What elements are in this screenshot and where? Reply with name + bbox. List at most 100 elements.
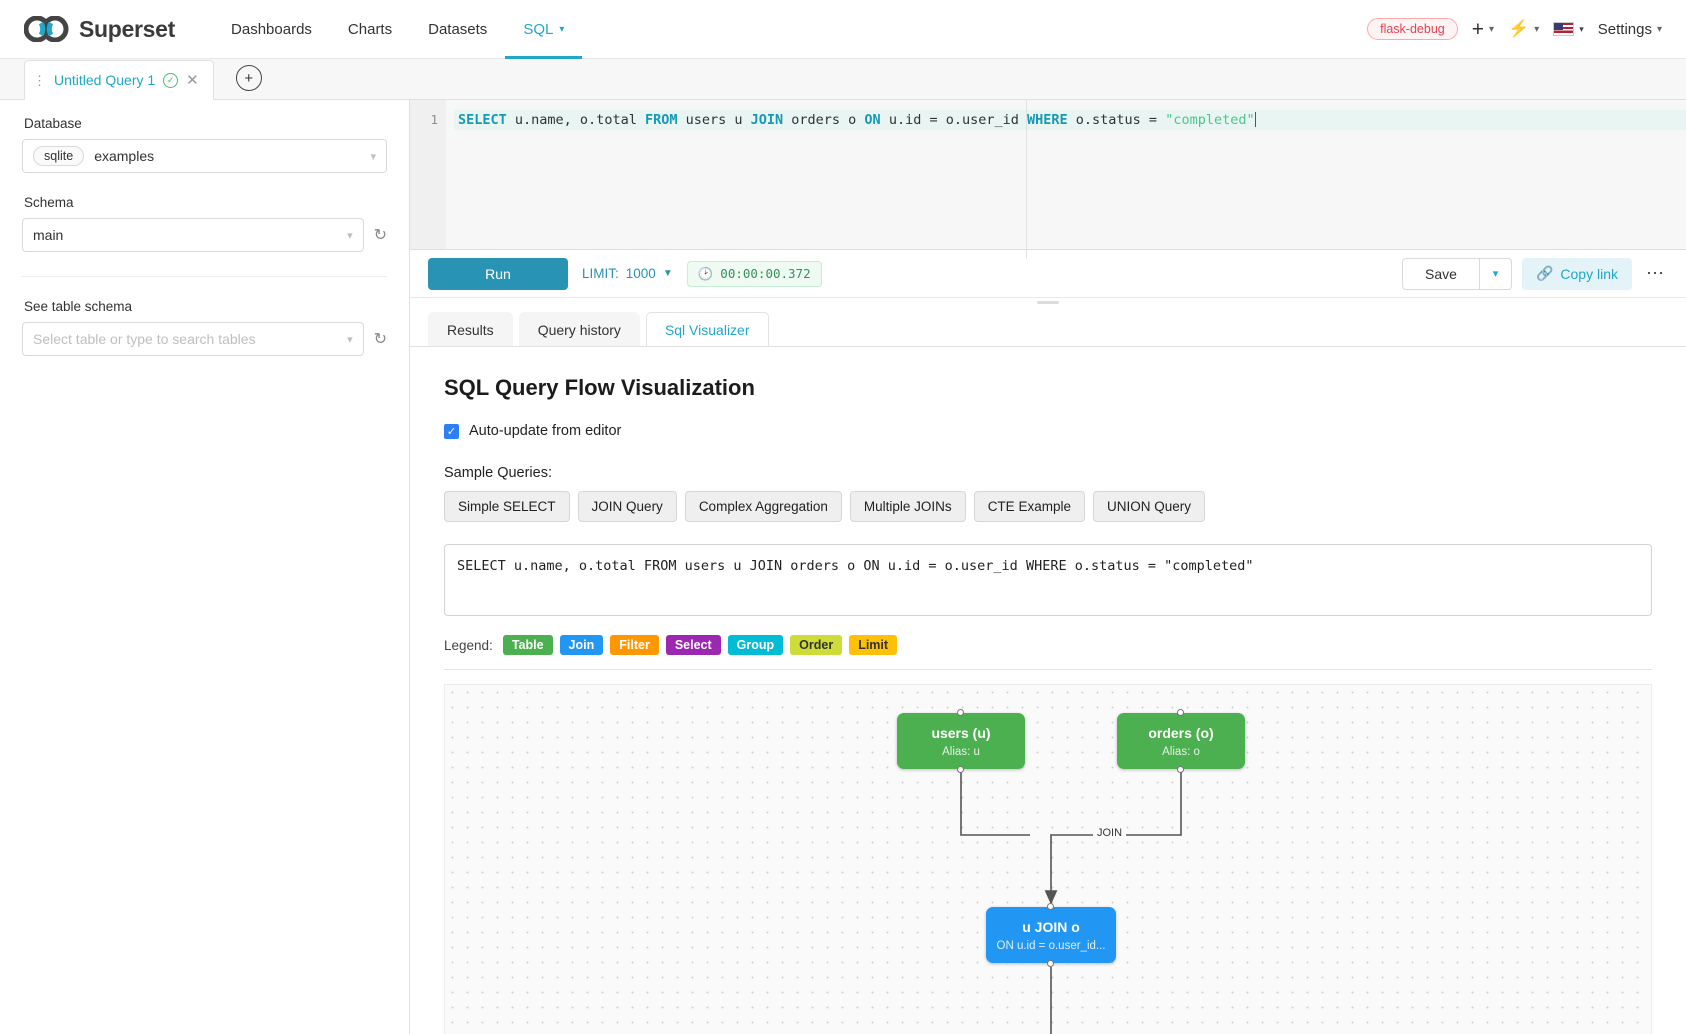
close-icon[interactable]: ✕ <box>186 72 199 89</box>
right-editor-panel: 1 SELECT u.name, o.total FROM users u JO… <box>410 100 1686 1034</box>
limit-label: LIMIT: <box>582 266 619 281</box>
sql-visualizer-panel: SQL Query Flow Visualization ✓ Auto-upda… <box>410 347 1686 1034</box>
refresh-icon[interactable]: ↻ <box>373 331 387 348</box>
token-orders: orders o <box>783 112 865 128</box>
node-port-bottom <box>1047 960 1054 967</box>
refresh-icon[interactable]: ↻ <box>373 227 387 244</box>
tab-results[interactable]: Results <box>428 312 513 347</box>
graph-node-join[interactable]: u JOIN o ON u.id = o.user_id... <box>986 903 1116 967</box>
panel-divider <box>22 276 387 277</box>
token-string: "completed" <box>1165 112 1255 128</box>
query-tab-strip: ⋮ Untitled Query 1 ✓ ✕ + <box>0 59 1686 100</box>
add-query-tab-button[interactable]: + <box>235 65 262 91</box>
editor-code-line: SELECT u.name, o.total FROM users u JOIN… <box>454 110 1686 130</box>
node-subtitle: Alias: o <box>1162 745 1200 758</box>
result-tabs: Results Query history Sql Visualizer <box>410 298 1686 347</box>
node-title: orders (o) <box>1148 724 1214 741</box>
legend-chip-join: Join <box>559 635 604 655</box>
table-row: Select table or type to search tables ▾ … <box>22 322 387 356</box>
chevron-down-icon: ▾ <box>1656 23 1662 35</box>
lightning-menu-button[interactable]: ⚡ ▾ <box>1508 19 1539 39</box>
sample-query-simple-select[interactable]: Simple SELECT <box>444 491 570 522</box>
line-number: 1 <box>430 112 438 127</box>
editor-code-area[interactable]: SELECT u.name, o.total FROM users u JOIN… <box>446 100 1686 259</box>
auto-update-label: Auto-update from editor <box>469 423 622 439</box>
node-port-top <box>1177 709 1184 716</box>
node-subtitle: ON u.id = o.user_id... <box>996 939 1106 952</box>
more-options-button[interactable]: ⋯ <box>1646 263 1664 283</box>
auto-update-checkbox[interactable]: ✓ <box>444 423 459 439</box>
graph-edges <box>960 771 1182 905</box>
editor-vertical-rule <box>1026 100 1027 259</box>
left-query-panel: Database sqlite examples ▾ Schema main ▾… <box>0 100 410 1034</box>
text-cursor <box>1254 112 1256 127</box>
sample-query-multiple-joins[interactable]: Multiple JOINs <box>849 491 966 522</box>
navbar-right: flask-debug + ▾ ⚡ ▾ ▾ Settings ▾ <box>1367 18 1662 40</box>
node-port-bottom <box>1177 766 1184 773</box>
language-selector[interactable]: ▾ <box>1553 22 1584 36</box>
legend-chip-limit: Limit <box>849 635 898 655</box>
timer-value: 00:00:00.372 <box>720 266 811 281</box>
chevron-down-icon: ▾ <box>370 150 376 163</box>
legend-chip-table: Table <box>502 635 553 655</box>
nav-datasets[interactable]: Datasets <box>428 20 488 38</box>
sample-queries-label: Sample Queries: <box>444 465 552 481</box>
table-placeholder: Select table or type to search tables <box>33 331 256 347</box>
copy-link-label: Copy link <box>1560 265 1618 282</box>
drag-handle-icon[interactable]: ⋮ <box>33 72 46 88</box>
database-label: Database <box>24 116 82 131</box>
main-split: Database sqlite examples ▾ Schema main ▾… <box>0 100 1686 1034</box>
graph-node-orders[interactable]: orders (o) Alias: o <box>1117 709 1245 773</box>
new-item-button[interactable]: + ▾ <box>1472 19 1494 40</box>
run-button[interactable]: Run <box>428 257 568 290</box>
save-button[interactable]: Save <box>1402 257 1480 290</box>
query-timer: 🕑 00:00:00.372 <box>686 260 822 287</box>
superset-logo[interactable]: Superset <box>24 16 175 43</box>
lightning-icon: ⚡ <box>1508 19 1530 38</box>
auto-update-row: ✓ Auto-update from editor <box>444 423 1652 439</box>
table-schema-label: See table schema <box>24 299 133 314</box>
sample-query-complex-aggregation[interactable]: Complex Aggregation <box>684 491 842 522</box>
settings-label: Settings <box>1597 20 1652 38</box>
sample-queries-row: Simple SELECT JOIN Query Complex Aggrega… <box>444 491 1652 522</box>
node-port-bottom <box>957 766 964 773</box>
sample-query-union-query[interactable]: UNION Query <box>1092 491 1205 522</box>
nav-dashboards[interactable]: Dashboards <box>231 20 312 38</box>
tab-query-history[interactable]: Query history <box>518 312 640 347</box>
nav-links: Dashboards Charts Datasets SQL ▾ <box>213 0 582 59</box>
token-users: users u <box>677 112 751 128</box>
database-engine-tag: sqlite <box>33 146 85 166</box>
node-title: users (u) <box>931 724 991 741</box>
query-tab[interactable]: ⋮ Untitled Query 1 ✓ ✕ <box>24 60 214 100</box>
database-select[interactable]: sqlite examples ▾ <box>22 139 387 173</box>
settings-menu[interactable]: Settings ▾ <box>1598 21 1662 38</box>
save-dropdown-button[interactable]: ▾ <box>1479 257 1512 290</box>
graph-canvas[interactable]: JOIN users (u) Alias: u orders (o) Alias… <box>444 684 1652 1034</box>
nav-charts[interactable]: Charts <box>347 20 393 38</box>
graph-node-users[interactable]: users (u) Alias: u <box>897 709 1025 773</box>
sample-query-join-query[interactable]: JOIN Query <box>577 491 677 522</box>
sample-query-cte-example[interactable]: CTE Example <box>973 491 1085 522</box>
token-select: SELECT <box>458 112 507 128</box>
token-oncond: u.id = o.user_id <box>880 112 1027 128</box>
tab-sql-visualizer[interactable]: Sql Visualizer <box>645 312 769 347</box>
query-tab-label: Untitled Query 1 <box>54 72 156 88</box>
result-pane: Results Query history Sql Visualizer SQL… <box>410 298 1686 1034</box>
chevron-down-icon: ▾ <box>1489 23 1495 35</box>
sql-editor[interactable]: 1 SELECT u.name, o.total FROM users u JO… <box>410 100 1686 259</box>
token-where: WHERE <box>1027 112 1068 128</box>
link-icon: 🔗 <box>1535 265 1554 281</box>
schema-row: main ▾ ↻ <box>22 218 387 252</box>
flask-debug-badge: flask-debug <box>1367 18 1458 40</box>
limit-dropdown[interactable]: LIMIT: 1000 ▼ <box>582 266 673 281</box>
result-tabs-underline <box>410 346 1686 347</box>
copy-link-button[interactable]: 🔗 Copy link <box>1521 257 1632 290</box>
sql-input-textarea[interactable] <box>444 544 1652 616</box>
nav-sql[interactable]: SQL ▾ <box>505 0 582 59</box>
table-select[interactable]: Select table or type to search tables ▾ <box>22 322 364 356</box>
editor-resize-handle[interactable] <box>1037 301 1059 304</box>
editor-gutter: 1 <box>410 100 446 249</box>
brand-name: Superset <box>79 15 176 42</box>
schema-select[interactable]: main ▾ <box>22 218 364 252</box>
legend-title: Legend: <box>444 637 493 653</box>
